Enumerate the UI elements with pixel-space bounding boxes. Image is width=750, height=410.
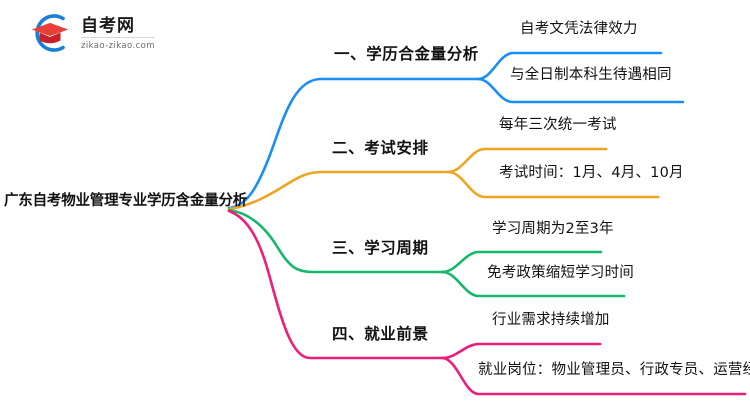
logo-domain: zikao-zikao.com [81, 40, 155, 51]
leaf-node-3-1[interactable]: 学习周期为2至3年 [492, 221, 614, 237]
branch-node-3[interactable]: 三、学习周期 [332, 239, 429, 257]
logo-site-name: 自考网 [81, 16, 155, 38]
site-logo: 自考网 zikao-zikao.com [30, 10, 200, 56]
leaf-node-2-2[interactable]: 考试时间：1月、4月、10月 [499, 165, 684, 181]
mindmap-root-node[interactable]: 广东自考物业管理专业学历含金量分析 [4, 193, 248, 209]
graduation-cap-circle-icon [30, 11, 74, 55]
leaf-node-4-1[interactable]: 行业需求持续增加 [492, 312, 610, 328]
connector-root-branch-2 [227, 170, 450, 211]
leaf-node-1-1[interactable]: 自考文凭法律效力 [520, 21, 638, 37]
leaf-node-3-2[interactable]: 免考政策缩短学习时间 [487, 265, 634, 281]
leaf-node-2-1[interactable]: 每年三次统一考试 [499, 117, 617, 133]
branch-node-4[interactable]: 四、就业前景 [332, 325, 429, 343]
branch-node-2[interactable]: 二、考试安排 [332, 139, 429, 157]
leaf-node-4-2[interactable]: 就业岗位：物业管理员、行政专员、运营经理 [478, 362, 750, 378]
connector-branch-4-child-1 [440, 342, 602, 360]
leaf-node-1-2[interactable]: 与全日制本科生待遇相同 [510, 67, 672, 83]
logo-text-block: 自考网 zikao-zikao.com [81, 15, 155, 52]
branch-node-1[interactable]: 一、学历合金量分析 [334, 45, 479, 63]
